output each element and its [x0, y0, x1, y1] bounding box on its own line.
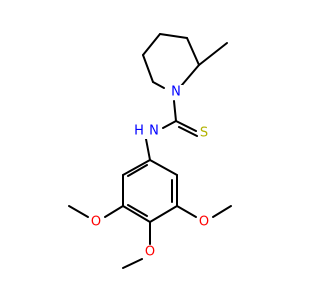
bond: [173, 100, 177, 122]
bond: [122, 205, 151, 223]
bond: [142, 33, 161, 56]
bond: [152, 81, 165, 89]
double-bond-outer: [175, 120, 197, 132]
bond: [212, 205, 232, 218]
bond: [122, 258, 143, 269]
aromatic-inner-bond: [127, 164, 148, 177]
bond: [186, 37, 200, 66]
bottom-oxygen-label: O: [145, 245, 155, 260]
amide-nitrogen-label: N: [149, 124, 159, 139]
bond: [68, 205, 89, 218]
bond: [142, 54, 154, 83]
right-oxygen-label: O: [199, 215, 209, 230]
bond: [149, 205, 178, 223]
bond: [145, 138, 151, 161]
amide-hydrogen-label: H: [134, 124, 144, 139]
bond: [104, 205, 124, 218]
left-oxygen-label: O: [91, 215, 101, 230]
thione-sulfur-label: S: [200, 126, 208, 141]
aromatic-inner-bond: [127, 204, 148, 217]
benzene-ring: [122, 159, 178, 223]
bond: [162, 120, 177, 129]
bond: [176, 205, 197, 218]
methyl-bond: [198, 42, 228, 66]
molecule-structure: N S H N O O O: [68, 33, 232, 269]
thiocarbonyl-group: [162, 100, 198, 137]
ring-nitrogen-label: N: [171, 85, 181, 100]
bond: [149, 159, 178, 176]
double-bond-inner: [178, 126, 198, 137]
methoxy-groups: [68, 205, 232, 269]
bond: [122, 159, 151, 176]
bond: [159, 33, 188, 39]
